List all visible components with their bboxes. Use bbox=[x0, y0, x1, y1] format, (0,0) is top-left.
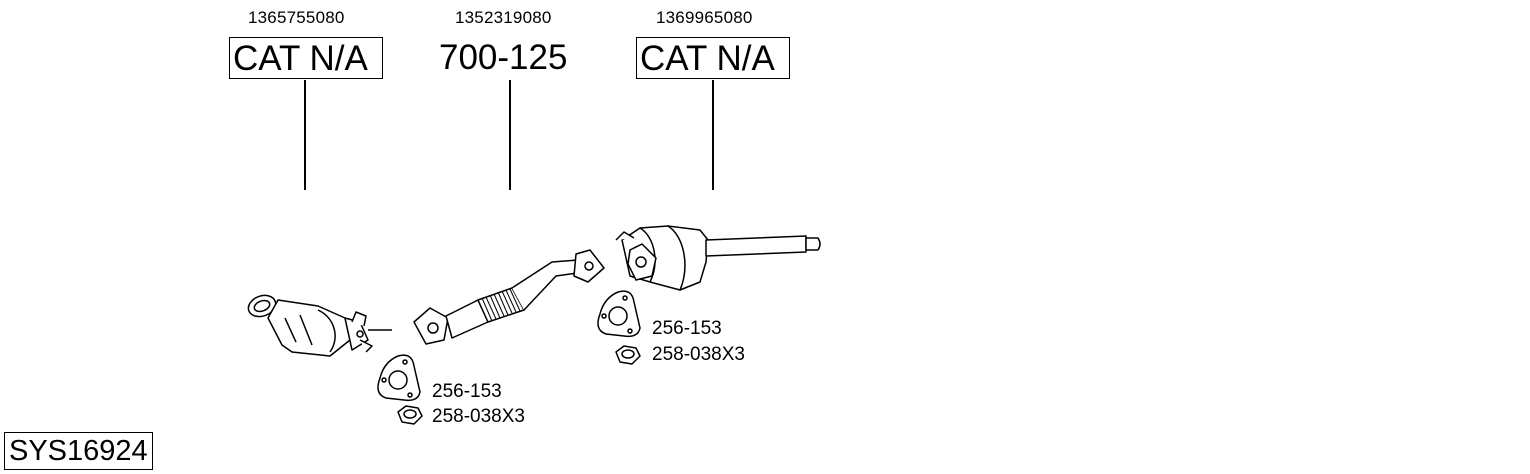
system-code-label: SYS16924 bbox=[4, 432, 153, 470]
gasket-1-icon[interactable] bbox=[377, 354, 421, 402]
gasket-2-icon[interactable] bbox=[597, 290, 641, 338]
nut-2-icon[interactable] bbox=[615, 345, 641, 365]
part-1-oem-number: 1365755080 bbox=[248, 8, 345, 27]
flex-pipe-icon[interactable] bbox=[413, 249, 605, 345]
part-2-oem-number: 1352319080 bbox=[455, 8, 552, 27]
part-3-gasket-code: 256-153 bbox=[652, 318, 722, 339]
part-2-code[interactable]: 700-125 bbox=[439, 38, 568, 77]
nut-1-icon[interactable] bbox=[397, 405, 423, 425]
part-3-nut-code: 258-038X3 bbox=[652, 344, 745, 365]
part-1-code[interactable]: CAT N/A bbox=[229, 37, 383, 79]
part-1-nut-code: 258-038X3 bbox=[432, 406, 525, 427]
part-3-oem-number: 1369965080 bbox=[656, 8, 753, 27]
part-3-code[interactable]: CAT N/A bbox=[636, 37, 790, 79]
part-1-leader-line bbox=[304, 80, 306, 190]
front-catalytic-converter-icon[interactable] bbox=[245, 292, 392, 357]
part-3-leader-line bbox=[712, 80, 714, 190]
part-2-leader-line bbox=[509, 80, 511, 190]
rear-catalytic-converter-icon[interactable] bbox=[615, 225, 821, 291]
part-1-gasket-code: 256-153 bbox=[432, 381, 502, 402]
